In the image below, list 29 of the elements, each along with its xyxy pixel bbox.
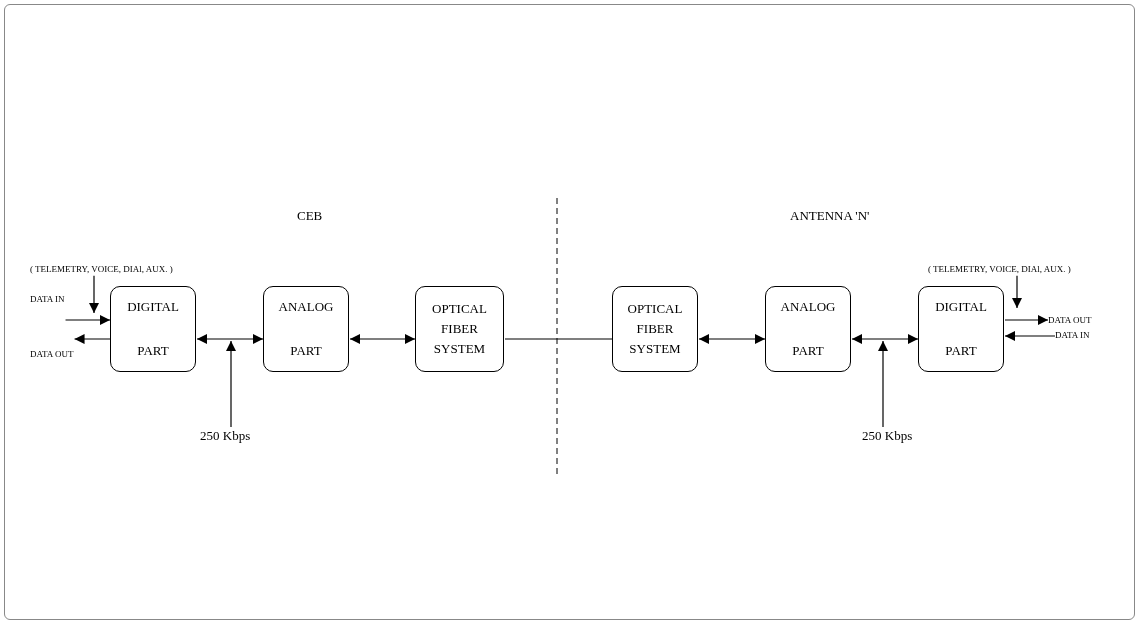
signal-label: ( TELEMETRY, VOICE, DIAl, AUX. )	[928, 264, 1071, 275]
arrow	[73, 334, 111, 344]
region-label: ANTENNA 'N'	[790, 208, 870, 224]
signal-label: DATA IN	[30, 294, 65, 305]
arrow	[1004, 315, 1049, 325]
process-box: OPTICAL FIBER SYSTEM	[415, 286, 504, 372]
process-box: ANALOG PART	[765, 286, 851, 372]
arrow	[698, 334, 766, 344]
signal-label: DATA OUT	[1048, 315, 1092, 326]
arrow	[878, 340, 888, 428]
signal-label: ( TELEMETRY, VOICE, DIAl, AUX. )	[30, 264, 173, 275]
arrow	[1012, 275, 1022, 309]
arrow	[89, 275, 99, 314]
arrow	[349, 334, 416, 344]
data-rate-label: 250 Kbps	[862, 428, 913, 444]
process-box: ANALOG PART	[263, 286, 349, 372]
process-box: OPTICAL FIBER SYSTEM	[612, 286, 698, 372]
arrow	[196, 334, 264, 344]
data-rate-label: 250 Kbps	[200, 428, 251, 444]
region-label: CEB	[297, 208, 323, 224]
arrow	[1004, 331, 1056, 341]
process-box: DIGITAL PART	[918, 286, 1004, 372]
signal-label: DATA IN	[1055, 330, 1090, 341]
arrow	[851, 334, 919, 344]
connector-line	[504, 338, 613, 340]
process-box: DIGITAL PART	[110, 286, 196, 372]
arrow	[64, 315, 111, 325]
arrow	[226, 340, 236, 428]
signal-label: DATA OUT	[30, 349, 74, 360]
